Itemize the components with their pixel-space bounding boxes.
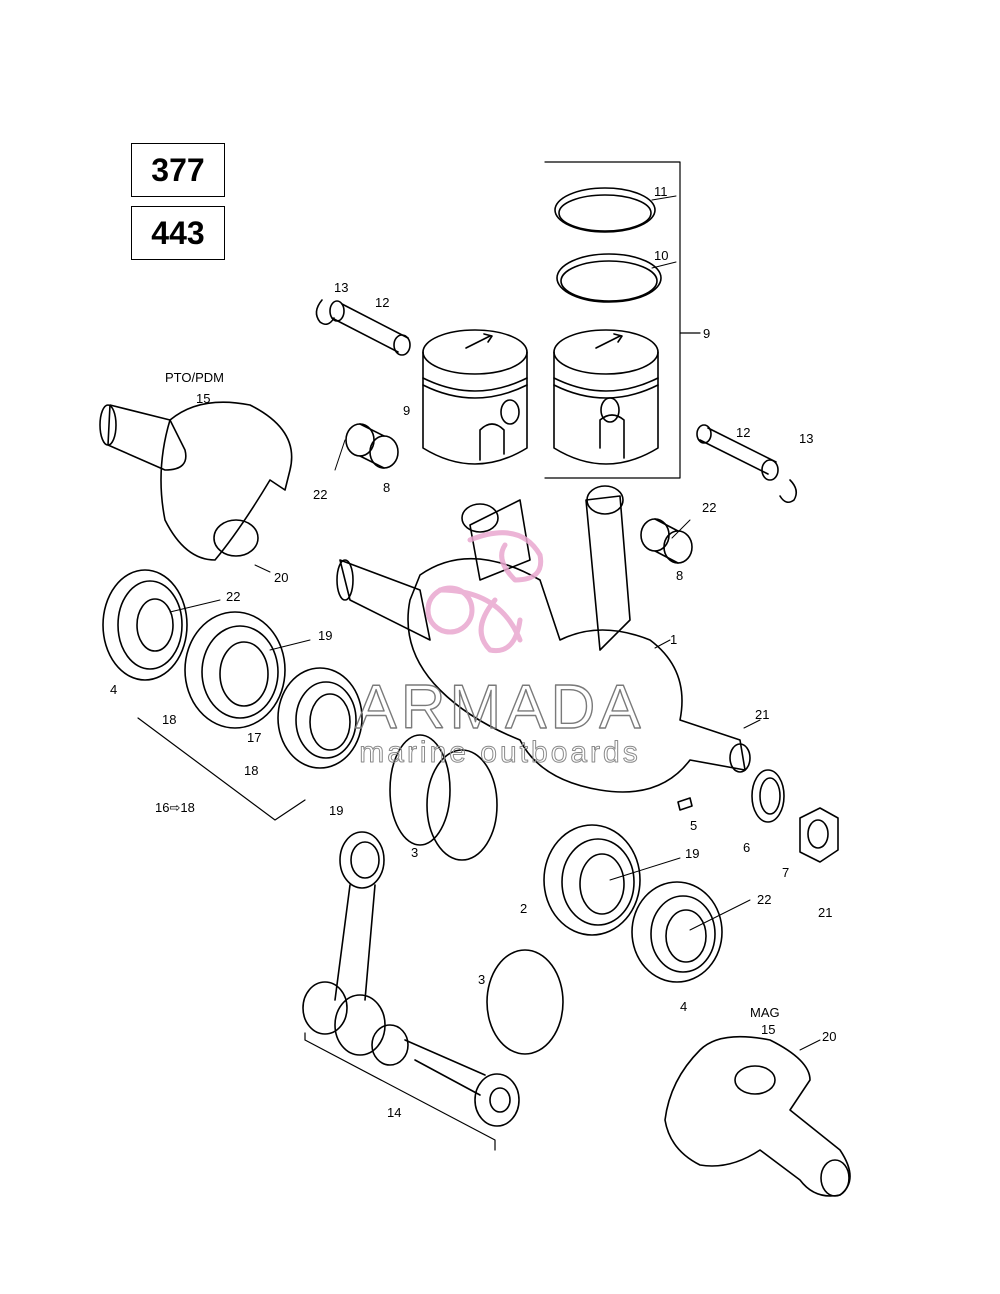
- callout-22-right: 22: [702, 500, 716, 515]
- oil-seal-left[interactable]: [102, 569, 188, 681]
- circlip-left[interactable]: [315, 299, 335, 326]
- callout-7: 7: [782, 865, 789, 880]
- callout-20-mag: 20: [822, 1029, 836, 1044]
- watermark-brand: ARMADA: [355, 673, 644, 742]
- callout-11: 11: [654, 184, 668, 199]
- callout-22-bearing: 22: [313, 487, 327, 502]
- needle-bearing-right[interactable]: [640, 518, 693, 564]
- callout-16-18: 16⇨18: [155, 800, 195, 815]
- callout-3-bottom: 3: [478, 972, 485, 987]
- ball-bearing-17[interactable]: [184, 611, 286, 729]
- crankshaft-assembly[interactable]: [336, 485, 751, 793]
- piston-group-bracket: [544, 161, 681, 479]
- callout-13-top: 13: [334, 280, 348, 295]
- callout-18-a: 18: [162, 712, 176, 727]
- piston-ring-11[interactable]: [554, 187, 656, 233]
- callout-labels: 11 10 9 9 13 12 12 13 PTO/PDM 15 22 8 22…: [110, 184, 836, 1120]
- callout-19-right: 19: [685, 846, 699, 861]
- callout-15-pto: 15: [196, 391, 210, 406]
- callout-9-bracket: 9: [703, 326, 710, 341]
- callout-4-right: 4: [680, 999, 687, 1014]
- leader-lines: [169, 195, 821, 1051]
- model-box-443[interactable]: 443: [131, 206, 225, 260]
- callout-5: 5: [690, 818, 697, 833]
- washer-6[interactable]: [751, 769, 785, 823]
- bearing-kit-bracket: [137, 717, 306, 821]
- callout-4-left: 4: [110, 682, 117, 697]
- label-mag: MAG: [750, 1005, 780, 1020]
- callout-21-bottom: 21: [818, 905, 832, 920]
- callout-8-left: 8: [383, 480, 390, 495]
- callout-20-pto: 20: [274, 570, 288, 585]
- callout-19-left: 19: [329, 803, 343, 818]
- ball-bearing-2[interactable]: [543, 824, 641, 936]
- o-ring-3-bottom[interactable]: [486, 949, 564, 1055]
- crank-half-mag[interactable]: [664, 1035, 851, 1197]
- piston-ring-10[interactable]: [556, 253, 662, 303]
- needle-bearing-left[interactable]: [345, 423, 399, 469]
- circlip-right[interactable]: [779, 479, 798, 504]
- oil-seal-right[interactable]: [631, 881, 723, 983]
- ball-bearing-19-left[interactable]: [277, 667, 363, 769]
- nut-7[interactable]: [799, 807, 839, 863]
- wrist-pin-right[interactable]: [696, 424, 779, 481]
- watermark-tagline: marine outboards: [359, 736, 640, 769]
- callout-21-top: 21: [755, 707, 769, 722]
- piston-right[interactable]: [553, 329, 659, 465]
- callout-13-right: 13: [799, 431, 813, 446]
- woodruff-key-5[interactable]: [677, 797, 693, 811]
- piston-left[interactable]: [422, 329, 528, 465]
- wrist-pin-left[interactable]: [329, 300, 411, 356]
- callout-12-right: 12: [736, 425, 750, 440]
- callout-8-right: 8: [676, 568, 683, 583]
- callout-22-seal: 22: [226, 589, 240, 604]
- callout-10: 10: [654, 248, 668, 263]
- callout-6: 6: [743, 840, 750, 855]
- o-ring-3-top[interactable]: [389, 734, 498, 861]
- rod-kit-bracket: [304, 1032, 496, 1151]
- connecting-rod-kit-14[interactable]: [302, 831, 520, 1127]
- callout-15-mag: 15: [761, 1022, 775, 1037]
- watermark-logo: [425, 530, 544, 654]
- callout-1: 1: [670, 632, 677, 647]
- callout-3-top: 3: [411, 845, 418, 860]
- crank-half-pto[interactable]: [99, 401, 293, 561]
- callout-19-top: 19: [318, 628, 332, 643]
- callout-17: 17: [247, 730, 261, 745]
- model-box-377[interactable]: 377: [131, 143, 225, 197]
- callout-22-seal2: 22: [757, 892, 771, 907]
- label-pto: PTO/PDM: [165, 370, 224, 385]
- callout-18-b: 18: [244, 763, 258, 778]
- callout-9-piston: 9: [403, 403, 410, 418]
- callout-14: 14: [387, 1105, 401, 1120]
- callout-12-top: 12: [375, 295, 389, 310]
- callout-2: 2: [520, 901, 527, 916]
